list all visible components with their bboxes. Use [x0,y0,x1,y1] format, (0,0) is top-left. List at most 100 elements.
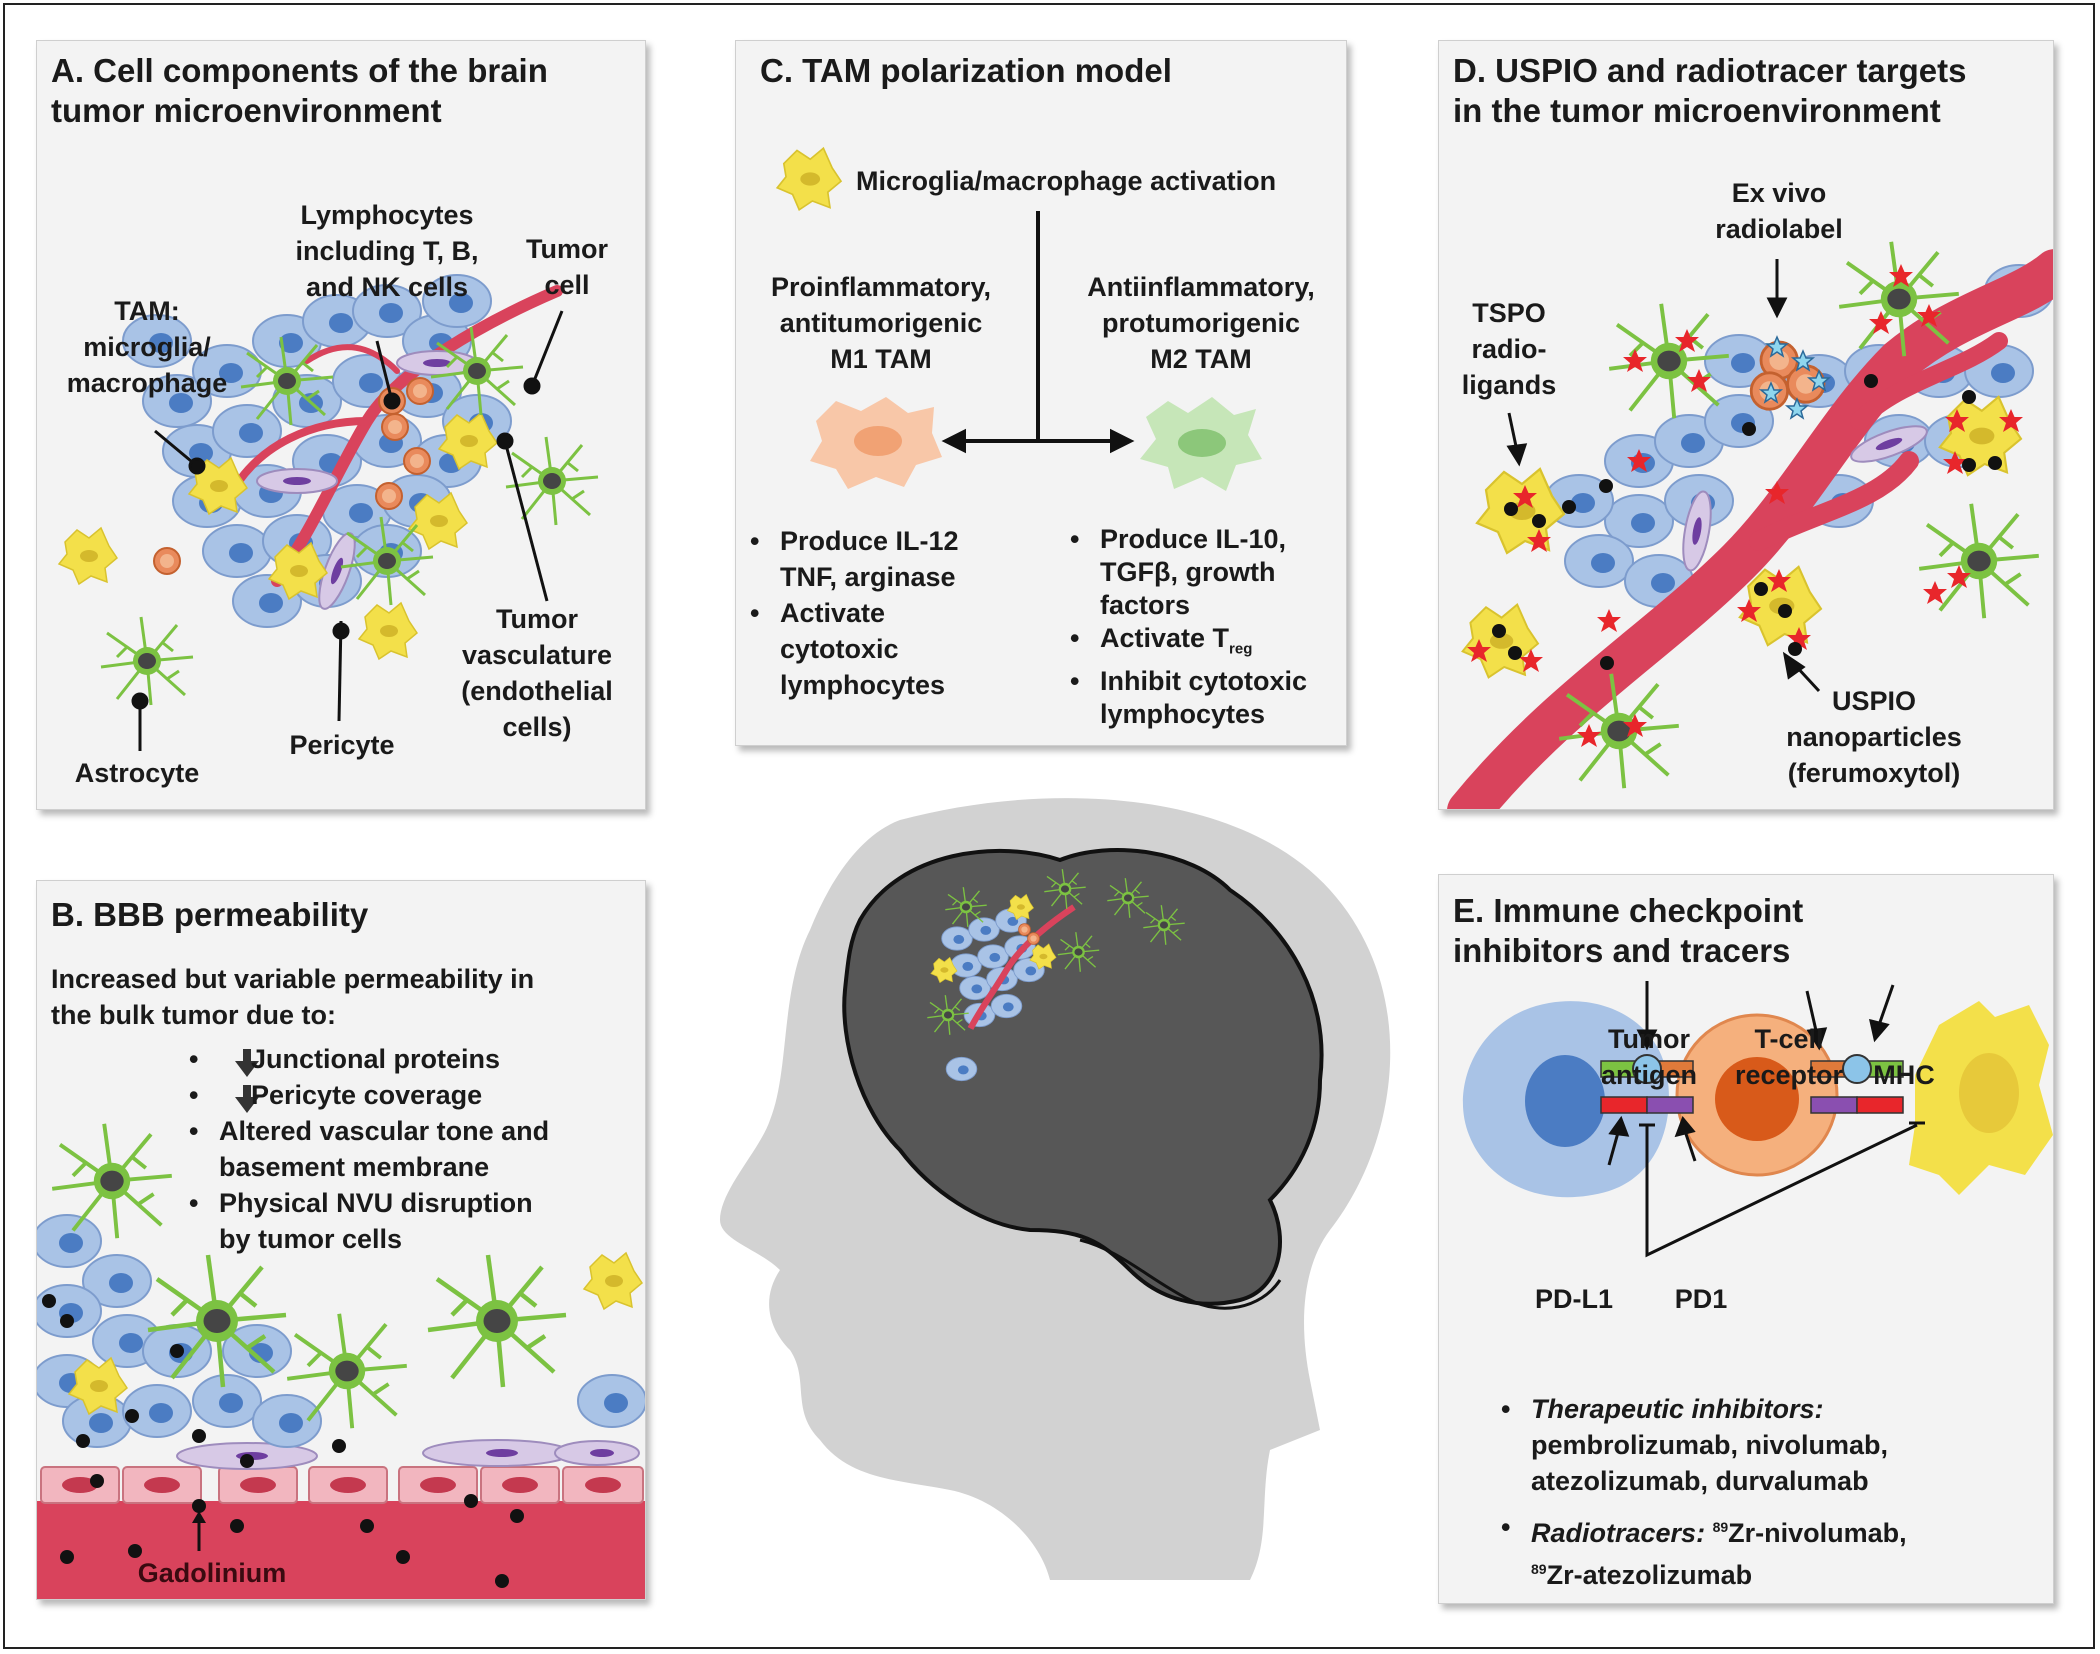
checkpoint-receptors-right [1810,1054,1904,1114]
panel-b-intro: Increased but variable permeability in t… [51,961,534,1033]
panel-e-bullets: • Therapeutic inhibitors: pembrolizumab, … [1501,1391,1907,1593]
m2-bullet-1-cont1: TGFβ, growth [1070,556,1307,589]
panel-b-title: B. BBB permeability [51,896,369,933]
m2-bullet-1-line2: TGFβ, growth [1100,557,1276,587]
panel-d-title-line2: in the tumor microenvironment [1453,92,1941,129]
bullet-nvu-cont: by tumor cells [189,1221,549,1257]
m1-tam-cell [810,397,942,489]
radiotracer-label: Radiotracers: [1531,1518,1706,1548]
panel-a-title: A. Cell components of the brain tumor mi… [51,51,548,131]
bullet-dot-icon: • [750,598,760,628]
panel-a-leader-lines [131,310,564,751]
ex-vivo-label-line2: radiolabel [1715,214,1843,244]
m2-bullet-2-subscript: reg [1229,640,1253,658]
tspo-label: TSPO radio- ligands [1449,295,1569,403]
m1-bullet-2-cont1: cytotoxic [750,631,959,667]
uspio-label-line1: USPIO [1831,686,1917,716]
m1-bullet-2-cont2: lymphocytes [750,667,959,703]
m1-bullet-1-cont: TNF, arginase [750,559,959,595]
tumor-vasculature-label-line1: Tumor [496,604,578,634]
tumor-cell-label-line1: Tumor [526,234,608,264]
panel-c: C. TAM polarization model Microglia/macr… [735,40,1347,746]
uspio-label: USPIO nanoparticles (ferumoxytol) [1759,683,1989,791]
tumor-antigen-label: Tumor antigen [1579,1021,1719,1093]
panel-a-title-line2: tumor microenvironment [51,92,442,129]
panel-e-leader-lines [1607,981,1895,1166]
bullet-junctional-text: Junctional proteins [251,1044,501,1074]
tumor-cell-label: Tumor cell [507,231,627,303]
m1-bullet-2-line2: cytotoxic [780,634,899,664]
m2-label: Antiinflammatory, protumorigenic M2 TAM [1066,269,1336,377]
therapeutic-bullet: • Therapeutic inhibitors: [1501,1391,1907,1427]
m1-bullet-1-line1: Produce IL-12 [780,526,959,556]
m2-bullet-1: •Produce IL-10, [1070,523,1307,556]
astrocyte-label: Astrocyte [74,758,200,788]
uspio-nanoparticles [1492,374,2002,670]
bullet-dot-icon: • [1070,623,1080,653]
m2-bullet-1-cont2: factors [1070,589,1307,622]
tumor-vasculature-label: Tumor vasculature (endothelial cells) [447,601,627,745]
radiotracer-isotope-1: 89 [1712,1519,1729,1535]
therapeutic-line2-text: atezolizumab, durvalumab [1531,1466,1869,1496]
arrow-down-icon [235,1085,259,1113]
bullet-dot-icon: • [1501,1394,1511,1424]
m1-label-line1: Proinflammatory, [770,272,992,302]
m2-tam-cell [1140,397,1262,491]
astrocyte-cell [99,615,195,707]
bullet-vascular-cont: basement membrane [189,1149,549,1185]
ex-vivo-label: Ex vivo radiolabel [1699,175,1859,247]
figure-frame [3,3,2095,1649]
panel-c-title: C. TAM polarization model [760,52,1172,89]
bullet-nvu: •Physical NVU disruption [189,1185,549,1221]
m2-bullet-1-line3: factors [1100,590,1191,620]
bullet-pericyte: •Pericyte coverage [189,1077,549,1113]
pericyte-cell [256,468,338,494]
panel-a-illustration [58,274,600,751]
mhc-label: MHC [1873,1060,1935,1090]
tam-cell [358,602,418,660]
panel-e-illustration [1462,981,2053,1258]
panel-a-title-line1: A. Cell components of the brain [51,52,548,89]
gadolinium-label: Gadolinium [137,1558,287,1588]
tam-label-line1: TAM: [114,296,180,326]
endothelial-layer [40,1466,644,1504]
ex-vivo-label-line1: Ex vivo [1731,178,1827,208]
therapeutic-line1-text: pembrolizumab, nivolumab, [1531,1430,1889,1460]
tspo-label-line2: radio- [1471,334,1547,364]
m2-label-line1: Antiinflammatory, [1087,272,1315,302]
m2-bullet-3-line2: lymphocytes [1100,699,1266,730]
lymphocytes-label: Lymphocytes including T, B, and NK cells [257,197,517,305]
tam-label-line3: macrophage [66,368,228,398]
panel-b: B. BBB permeability Increased but variab… [36,880,646,1600]
tumor-vasculature-label-line3: (endothelial [461,676,613,706]
checkpoint-receptors-left [1600,1054,1694,1114]
panel-b-bullets: •Junctional proteins •Pericyte coverage … [189,1041,549,1257]
panel-e-title-line1: E. Immune checkpoint [1453,892,1804,929]
bullet-dot-icon: • [750,526,760,556]
m2-bullet-2: •Activate Treg [1070,622,1307,665]
tumor-cell-e [1462,1001,1669,1198]
m1-label-line3: M1 TAM [830,344,932,374]
panel-a: A. Cell components of the brain tumor mi… [36,40,646,810]
tcr-label-line2: receptor [1734,1060,1844,1090]
m1-bullets: • Produce IL-12 TNF, arginase • Activate c… [750,523,959,703]
panel-d-illustration [1447,239,2053,809]
therapeutic-label: Therapeutic inhibitors: [1531,1394,1824,1424]
ex-vivo-lymphocytes [1749,340,1826,411]
bullet-dot-icon: • [1070,666,1080,697]
bullet-dot-icon: • [1501,1512,1511,1542]
tam-cell-b [583,1252,643,1310]
bullet-pericyte-text: Pericyte coverage [251,1080,483,1110]
m1-label: Proinflammatory, antitumorigenic M1 TAM [746,269,1016,377]
tumor-cell-label-line2: cell [544,270,590,300]
t-cell-e [1675,1013,1839,1177]
m2-bullet-3-line1: Inhibit cytotoxic [1100,666,1308,697]
panel-e-title-line2: inhibitors and tracers [1453,932,1791,969]
panel-e: E. Immune checkpoint inhibitors and trac… [1438,874,2054,1604]
radiotracer-line1-text: Zr-nivolumab, [1728,1518,1907,1548]
panel-d-title-line1: D. USPIO and radiotracer targets [1453,52,1967,89]
radiotracer-line2: 89Zr-atezolizumab [1501,1551,1907,1593]
therapeutic-line2: atezolizumab, durvalumab [1501,1463,1907,1499]
m1-bullet-2-line1: Activate [780,598,886,628]
activated-microglia-icon [776,147,842,211]
